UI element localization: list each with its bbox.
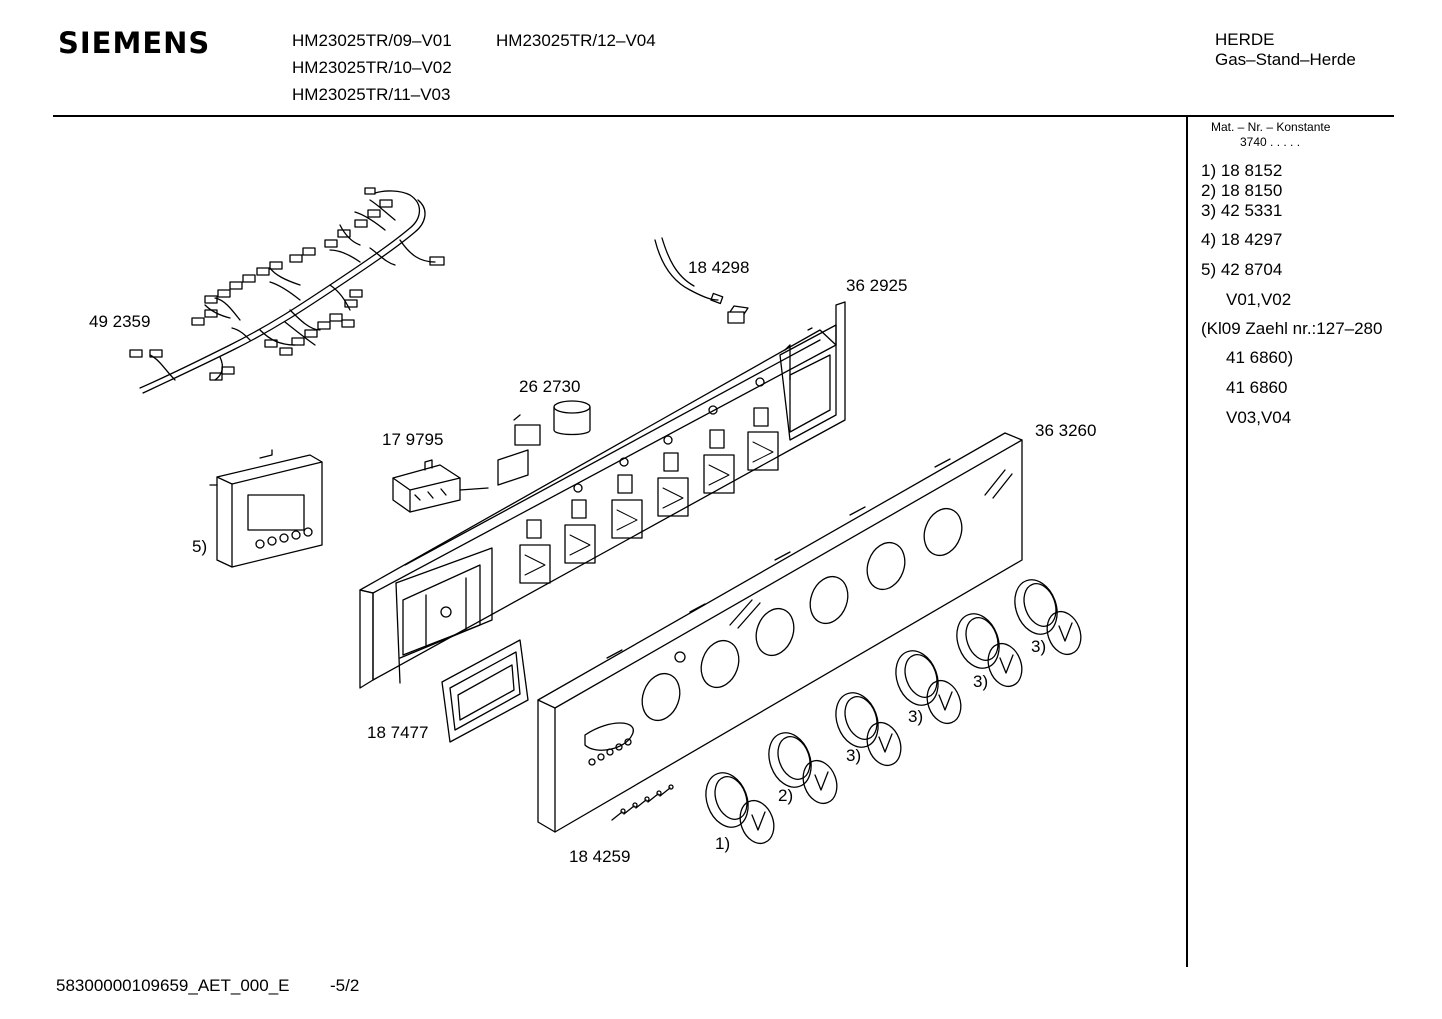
sidebar-entry: 3) 42 5331	[1201, 201, 1283, 220]
page-number: -5/2	[330, 976, 360, 995]
wire-harness	[129, 187, 445, 394]
category-subtitle: Gas–Stand–Herde	[1215, 50, 1356, 69]
model-number: HM23025TR/12–V04	[496, 31, 656, 50]
knob-ref-label: 3)	[908, 707, 924, 726]
control-panel-frame	[359, 301, 846, 689]
sidebar-entry: 4) 18 4297	[1201, 230, 1283, 249]
control-knob	[705, 772, 775, 845]
control-knob	[768, 732, 838, 805]
siemens-logo: SIEMENS	[58, 26, 211, 60]
control-knob	[1014, 579, 1082, 656]
part-label-frame: 36 2925	[846, 276, 908, 295]
front-fascia	[537, 432, 1023, 833]
knob-ref-label: 3)	[973, 672, 989, 691]
header-divider	[53, 115, 1394, 117]
part-label-harness: 49 2359	[89, 312, 151, 331]
document-id: 58300000109659_AET_000_E	[56, 976, 290, 995]
rotary-switch	[392, 459, 489, 513]
mat-number-title: Mat. – Nr. – Konstante	[1211, 120, 1331, 134]
display-bezel	[441, 639, 529, 743]
model-number: HM23025TR/10–V02	[292, 58, 452, 77]
mat-number-value: 3740 . . . . .	[1240, 135, 1301, 149]
control-knob	[956, 613, 1023, 688]
part-label-module: 5)	[192, 537, 208, 556]
cable-with-connector	[654, 237, 749, 324]
part-label-fascia: 36 3260	[1035, 421, 1097, 440]
control-knob	[835, 692, 902, 767]
sidebar-entry: 2) 18 8150	[1201, 181, 1283, 200]
sidebar-entry: (Kl09 Zaehl nr.:127–280	[1201, 319, 1383, 338]
sidebar-entry: 1) 18 8152	[1201, 161, 1283, 180]
sidebar-entry: V01,V02	[1226, 290, 1292, 309]
sidebar-divider	[1186, 115, 1188, 967]
knob-ref-label: 3)	[1031, 637, 1047, 656]
part-label-bezel: 18 7477	[367, 723, 429, 742]
sidebar-entry: 5) 42 8704	[1201, 260, 1283, 279]
knob-ref-label: 1)	[715, 834, 731, 853]
sidebar-entry: V03,V04	[1226, 408, 1292, 427]
control-knob	[895, 650, 962, 725]
model-number: HM23025TR/09–V01	[292, 31, 452, 50]
part-label-cable: 18 4298	[688, 258, 750, 277]
knob-ref-label: 2)	[778, 786, 794, 805]
part-label-screws: 18 4259	[569, 847, 631, 866]
screws	[611, 784, 674, 821]
sidebar-entry: 41 6860	[1226, 378, 1288, 397]
category-title: HERDE	[1215, 30, 1275, 49]
model-number: HM23025TR/11–V03	[292, 85, 451, 104]
knob-ref-label: 3)	[846, 746, 862, 765]
part-label-thermostat: 26 2730	[519, 377, 581, 396]
electronic-module	[209, 449, 323, 568]
part-label-switch: 17 9795	[382, 430, 444, 449]
thermostat	[497, 400, 591, 486]
sidebar-entry: 41 6860)	[1226, 348, 1294, 367]
